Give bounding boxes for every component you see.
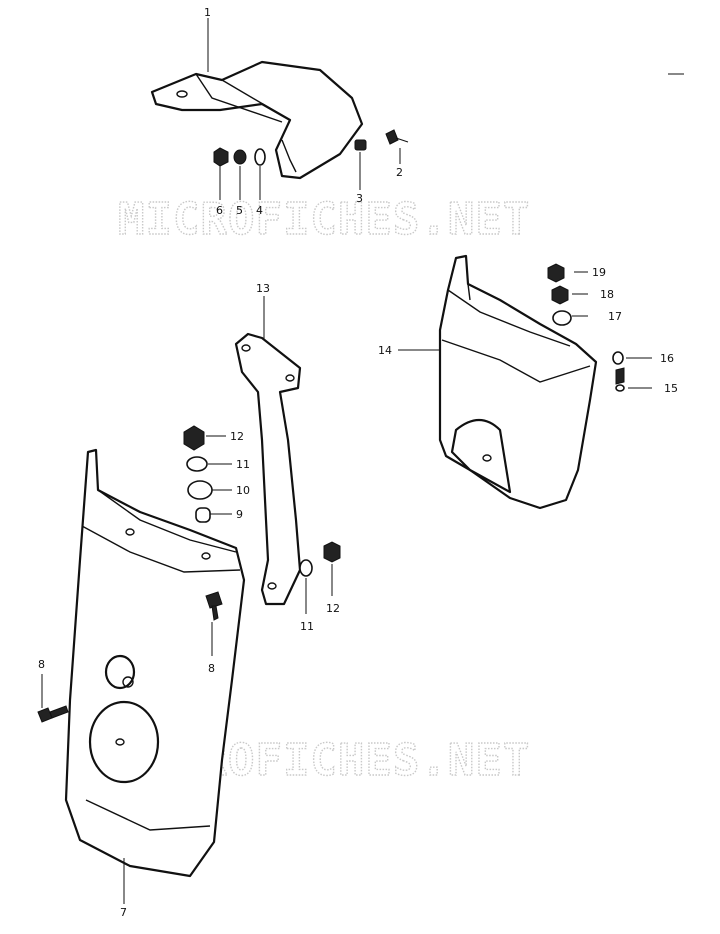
callout-10: 10 bbox=[236, 484, 250, 497]
callout-3: 3 bbox=[356, 192, 363, 205]
callout-5: 5 bbox=[236, 204, 243, 217]
part-1-top-cover bbox=[150, 60, 364, 180]
hardware-16-nut bbox=[612, 351, 624, 365]
hardware-8-screw-left bbox=[37, 705, 69, 723]
callout-12: 12 bbox=[230, 430, 244, 443]
callout-labels: 1 2 3 4 5 6 7 8 8 9 10 11 11 12 12 13 14… bbox=[38, 6, 678, 919]
callout-16: 16 bbox=[660, 352, 674, 365]
callout-8-left: 8 bbox=[38, 658, 45, 671]
hardware-2-bolt bbox=[385, 129, 409, 145]
callout-12-lower: 12 bbox=[326, 602, 340, 615]
callout-11-lower: 11 bbox=[300, 620, 314, 633]
hardware-11-lockwasher-lower bbox=[299, 559, 313, 577]
callout-4: 4 bbox=[256, 204, 263, 217]
hardware-8-screw-center bbox=[205, 591, 223, 621]
callout-8-center: 8 bbox=[208, 662, 215, 675]
callout-7: 7 bbox=[120, 906, 127, 919]
callout-18: 18 bbox=[600, 288, 614, 301]
leader-lines bbox=[41, 18, 684, 904]
hardware-9-collar bbox=[195, 507, 211, 523]
part-14-rear-fender-upper bbox=[438, 254, 598, 510]
callout-2: 2 bbox=[396, 166, 403, 179]
callout-13: 13 bbox=[256, 282, 270, 295]
callout-6: 6 bbox=[216, 204, 223, 217]
watermark-top: MICROFICHES.NET bbox=[118, 194, 530, 245]
part-13-stay-bracket bbox=[234, 332, 302, 606]
callout-14: 14 bbox=[378, 344, 392, 357]
callout-9: 9 bbox=[236, 508, 243, 521]
hardware-12-nut-lower bbox=[323, 541, 341, 563]
callout-15: 15 bbox=[664, 382, 678, 395]
hardware-10-washer bbox=[187, 480, 213, 500]
hardware-5-lockwasher bbox=[233, 149, 247, 165]
callout-1: 1 bbox=[204, 6, 211, 19]
hardware-15-screw bbox=[615, 367, 625, 392]
callout-19: 19 bbox=[592, 266, 606, 279]
hardware-17-washer bbox=[552, 310, 572, 326]
hardware-12-nut bbox=[183, 425, 205, 451]
hardware-3-collar bbox=[354, 139, 367, 151]
callout-17: 17 bbox=[608, 310, 622, 323]
part-7-rear-fender-lower bbox=[64, 448, 246, 878]
hardware-18-nut bbox=[551, 285, 569, 305]
hardware-11-lockwasher bbox=[186, 456, 208, 472]
hardware-19-nut bbox=[547, 263, 565, 283]
callout-11: 11 bbox=[236, 458, 250, 471]
hardware-6-nut bbox=[213, 147, 229, 167]
hardware-4-washer bbox=[254, 148, 266, 166]
